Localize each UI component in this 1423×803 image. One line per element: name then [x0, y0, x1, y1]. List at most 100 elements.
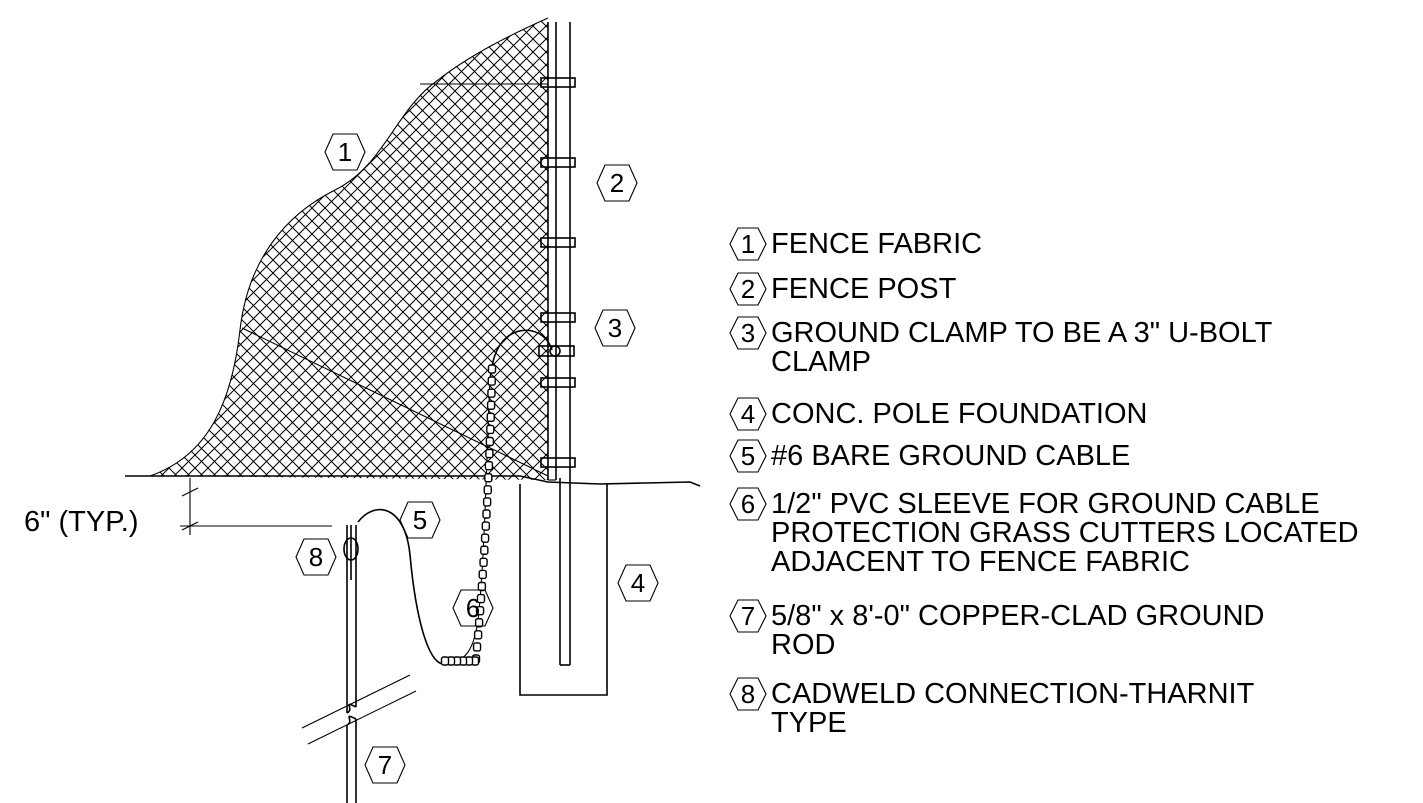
ground-rod [301, 525, 417, 803]
sleeve-segment [485, 448, 494, 459]
callout-hexagon [594, 309, 636, 347]
callout-hexagon [729, 316, 767, 350]
sleeve-segment [480, 533, 490, 543]
sleeve-segment [486, 400, 496, 410]
legend-tag-7: 7 [729, 599, 767, 633]
legend-text-line: FENCE FABRIC [771, 228, 982, 260]
legend-text-line: FENCE POST [771, 273, 957, 305]
ground-line [125, 475, 701, 487]
legend-text-line: CADWELD CONNECTION-THARNIT [771, 678, 1255, 710]
callout-number: 1 [338, 137, 352, 167]
legend-item-2: 2 FENCE POST [729, 272, 957, 306]
callout-tag-3: 3 [594, 309, 636, 347]
legend-text-line: #6 BARE GROUND CABLE [771, 440, 1130, 472]
sleeve-segment [482, 497, 492, 507]
callout-hexagon [729, 227, 767, 261]
callout-number: 4 [741, 399, 755, 429]
sleeve-segment [472, 642, 482, 652]
drawing-callouts: 1 2 3 4 5 6 7 8 [295, 133, 659, 784]
legend-text-line: ROD [771, 629, 835, 661]
callout-hexagon [729, 487, 767, 521]
callout-hexagon [729, 272, 767, 306]
sleeve-segment [477, 581, 487, 592]
sleeve-segment [486, 412, 495, 423]
legend-text-line: 5/8" x 8'-0" COPPER-CLAD GROUND [771, 600, 1264, 632]
callout-number: 8 [309, 542, 323, 572]
callout-tag-8: 8 [295, 538, 337, 576]
callout-number: 5 [741, 441, 755, 471]
callout-number: 2 [741, 274, 755, 304]
sleeve-segment [478, 569, 487, 580]
sleeve-segment [487, 364, 497, 374]
callout-number: 3 [741, 318, 755, 348]
legend-tag-8: 8 [729, 677, 767, 711]
callout-hexagon [596, 164, 638, 202]
callout-hexagon [399, 501, 441, 539]
callout-hexagon [295, 538, 337, 576]
callout-number: 8 [741, 679, 755, 709]
callout-number: 6 [741, 489, 755, 519]
callout-hexagon [364, 746, 406, 784]
legend-tag-1: 1 [729, 227, 767, 261]
sleeve-segment [486, 424, 495, 435]
callout-hexagon [729, 599, 767, 633]
legend-text-line: TYPE [771, 707, 847, 739]
callout-tag-7: 7 [364, 746, 406, 784]
legend: 1 FENCE FABRIC 2 FENCE POST 3 GROUND CLAMP TO… [729, 227, 1359, 739]
legend-tag-4: 4 [729, 397, 767, 431]
callout-number: 5 [413, 505, 427, 535]
cadweld-connection [343, 525, 359, 580]
callout-number: 2 [610, 168, 624, 198]
legend-item-1: 1 FENCE FABRIC [729, 227, 982, 261]
sleeve-segment [487, 376, 496, 386]
legend-tag-3: 3 [729, 316, 767, 350]
sleeve-segment [487, 388, 496, 398]
sleeve-segment [481, 521, 491, 531]
sleeve-segment [474, 618, 484, 628]
callout-tag-5: 5 [399, 501, 441, 539]
callout-number: 7 [741, 601, 755, 631]
legend-item-5: 5 #6 BARE GROUND CABLE [729, 439, 1130, 473]
ground-clamp [538, 345, 575, 357]
callout-hexagon [729, 397, 767, 431]
sleeve-segment [482, 509, 491, 519]
legend-tag-6: 6 [729, 487, 767, 521]
callout-hexagon [729, 677, 767, 711]
sleeve-segment [475, 605, 485, 616]
callout-tag-1: 1 [324, 133, 366, 171]
sleeve-segment [485, 436, 495, 447]
callout-tag-4: 4 [617, 564, 659, 602]
callout-number: 4 [631, 568, 645, 598]
callout-tag-2: 2 [596, 164, 638, 202]
callout-hexagon [729, 439, 767, 473]
callout-hexagon [452, 589, 494, 627]
callout-number: 6 [466, 593, 480, 623]
sleeve-segment [476, 593, 486, 604]
callout-number: 1 [741, 229, 755, 259]
legend-text-line: PROTECTION GRASS CUTTERS LOCATED [771, 517, 1359, 549]
legend-text-line: ADJACENT TO FENCE FABRIC [771, 546, 1190, 578]
sleeve-segment [473, 630, 483, 640]
sleeve-segment [480, 545, 489, 555]
legend-tag-2: 2 [729, 272, 767, 306]
sleeve-segment [440, 656, 450, 666]
dimension-label: 6" (TYP.) [24, 506, 139, 538]
sleeve-segment [483, 485, 492, 495]
callout-number: 7 [378, 750, 392, 780]
legend-text-line: GROUND CLAMP TO BE A 3" U-BOLT [771, 317, 1273, 349]
callout-tag-6: 6 [452, 589, 494, 627]
callout-hexagon [324, 133, 366, 171]
post-bands [540, 77, 576, 468]
sleeve-segment [484, 473, 493, 483]
callout-number: 3 [608, 313, 622, 343]
concrete-foundation [519, 484, 608, 696]
legend-tag-5: 5 [729, 439, 767, 473]
callout-hexagon [617, 564, 659, 602]
dimension-6in [180, 478, 332, 535]
sleeve-segment [479, 557, 488, 568]
legend-text-line: CLAMP [771, 346, 871, 378]
sleeve-segment [484, 460, 494, 471]
